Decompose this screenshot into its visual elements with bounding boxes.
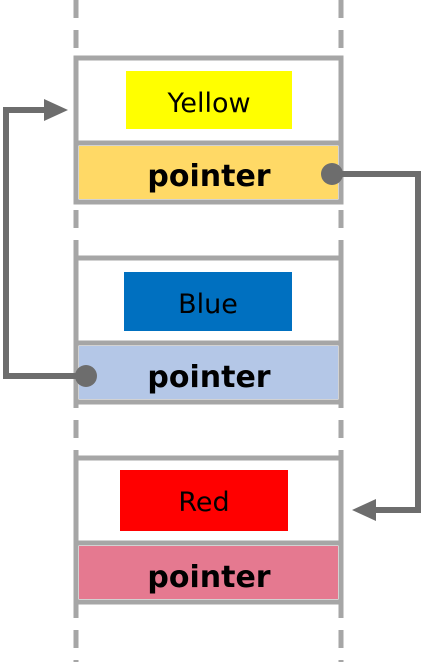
- node-blue-label-box: [124, 272, 292, 331]
- node-blue-pointer-label: pointer: [147, 360, 270, 395]
- node-yellow-label-box: [126, 71, 292, 129]
- node-yellow-pointer-box: [79, 146, 338, 199]
- node-red-pointer-box: [79, 546, 338, 599]
- node-red-pointer-label: pointer: [147, 560, 270, 595]
- node-red-label: Red: [178, 487, 229, 518]
- arrow-yellow-to-red-line: [332, 171, 421, 513]
- pointer-dot-icon: [75, 365, 97, 387]
- node-yellow: Yellow pointer: [73, 55, 344, 205]
- node-blue-pointer-box: [79, 346, 338, 399]
- node-yellow-label: Yellow: [166, 88, 250, 119]
- pointer-dot-icon: [321, 163, 343, 185]
- arrow-head-icon: [44, 99, 68, 121]
- arrow-blue-to-yellow-line: [3, 107, 86, 379]
- node-yellow-pointer-label: pointer: [147, 159, 270, 194]
- node-red: Red pointer: [73, 455, 344, 605]
- node-blue: Blue pointer: [73, 255, 344, 405]
- arrow-blue-to-yellow: [3, 99, 97, 387]
- arrow-yellow-to-red: [321, 163, 421, 521]
- node-blue-label: Blue: [178, 289, 238, 320]
- arrow-head-icon: [352, 499, 376, 521]
- node-red-label-box: [120, 470, 288, 531]
